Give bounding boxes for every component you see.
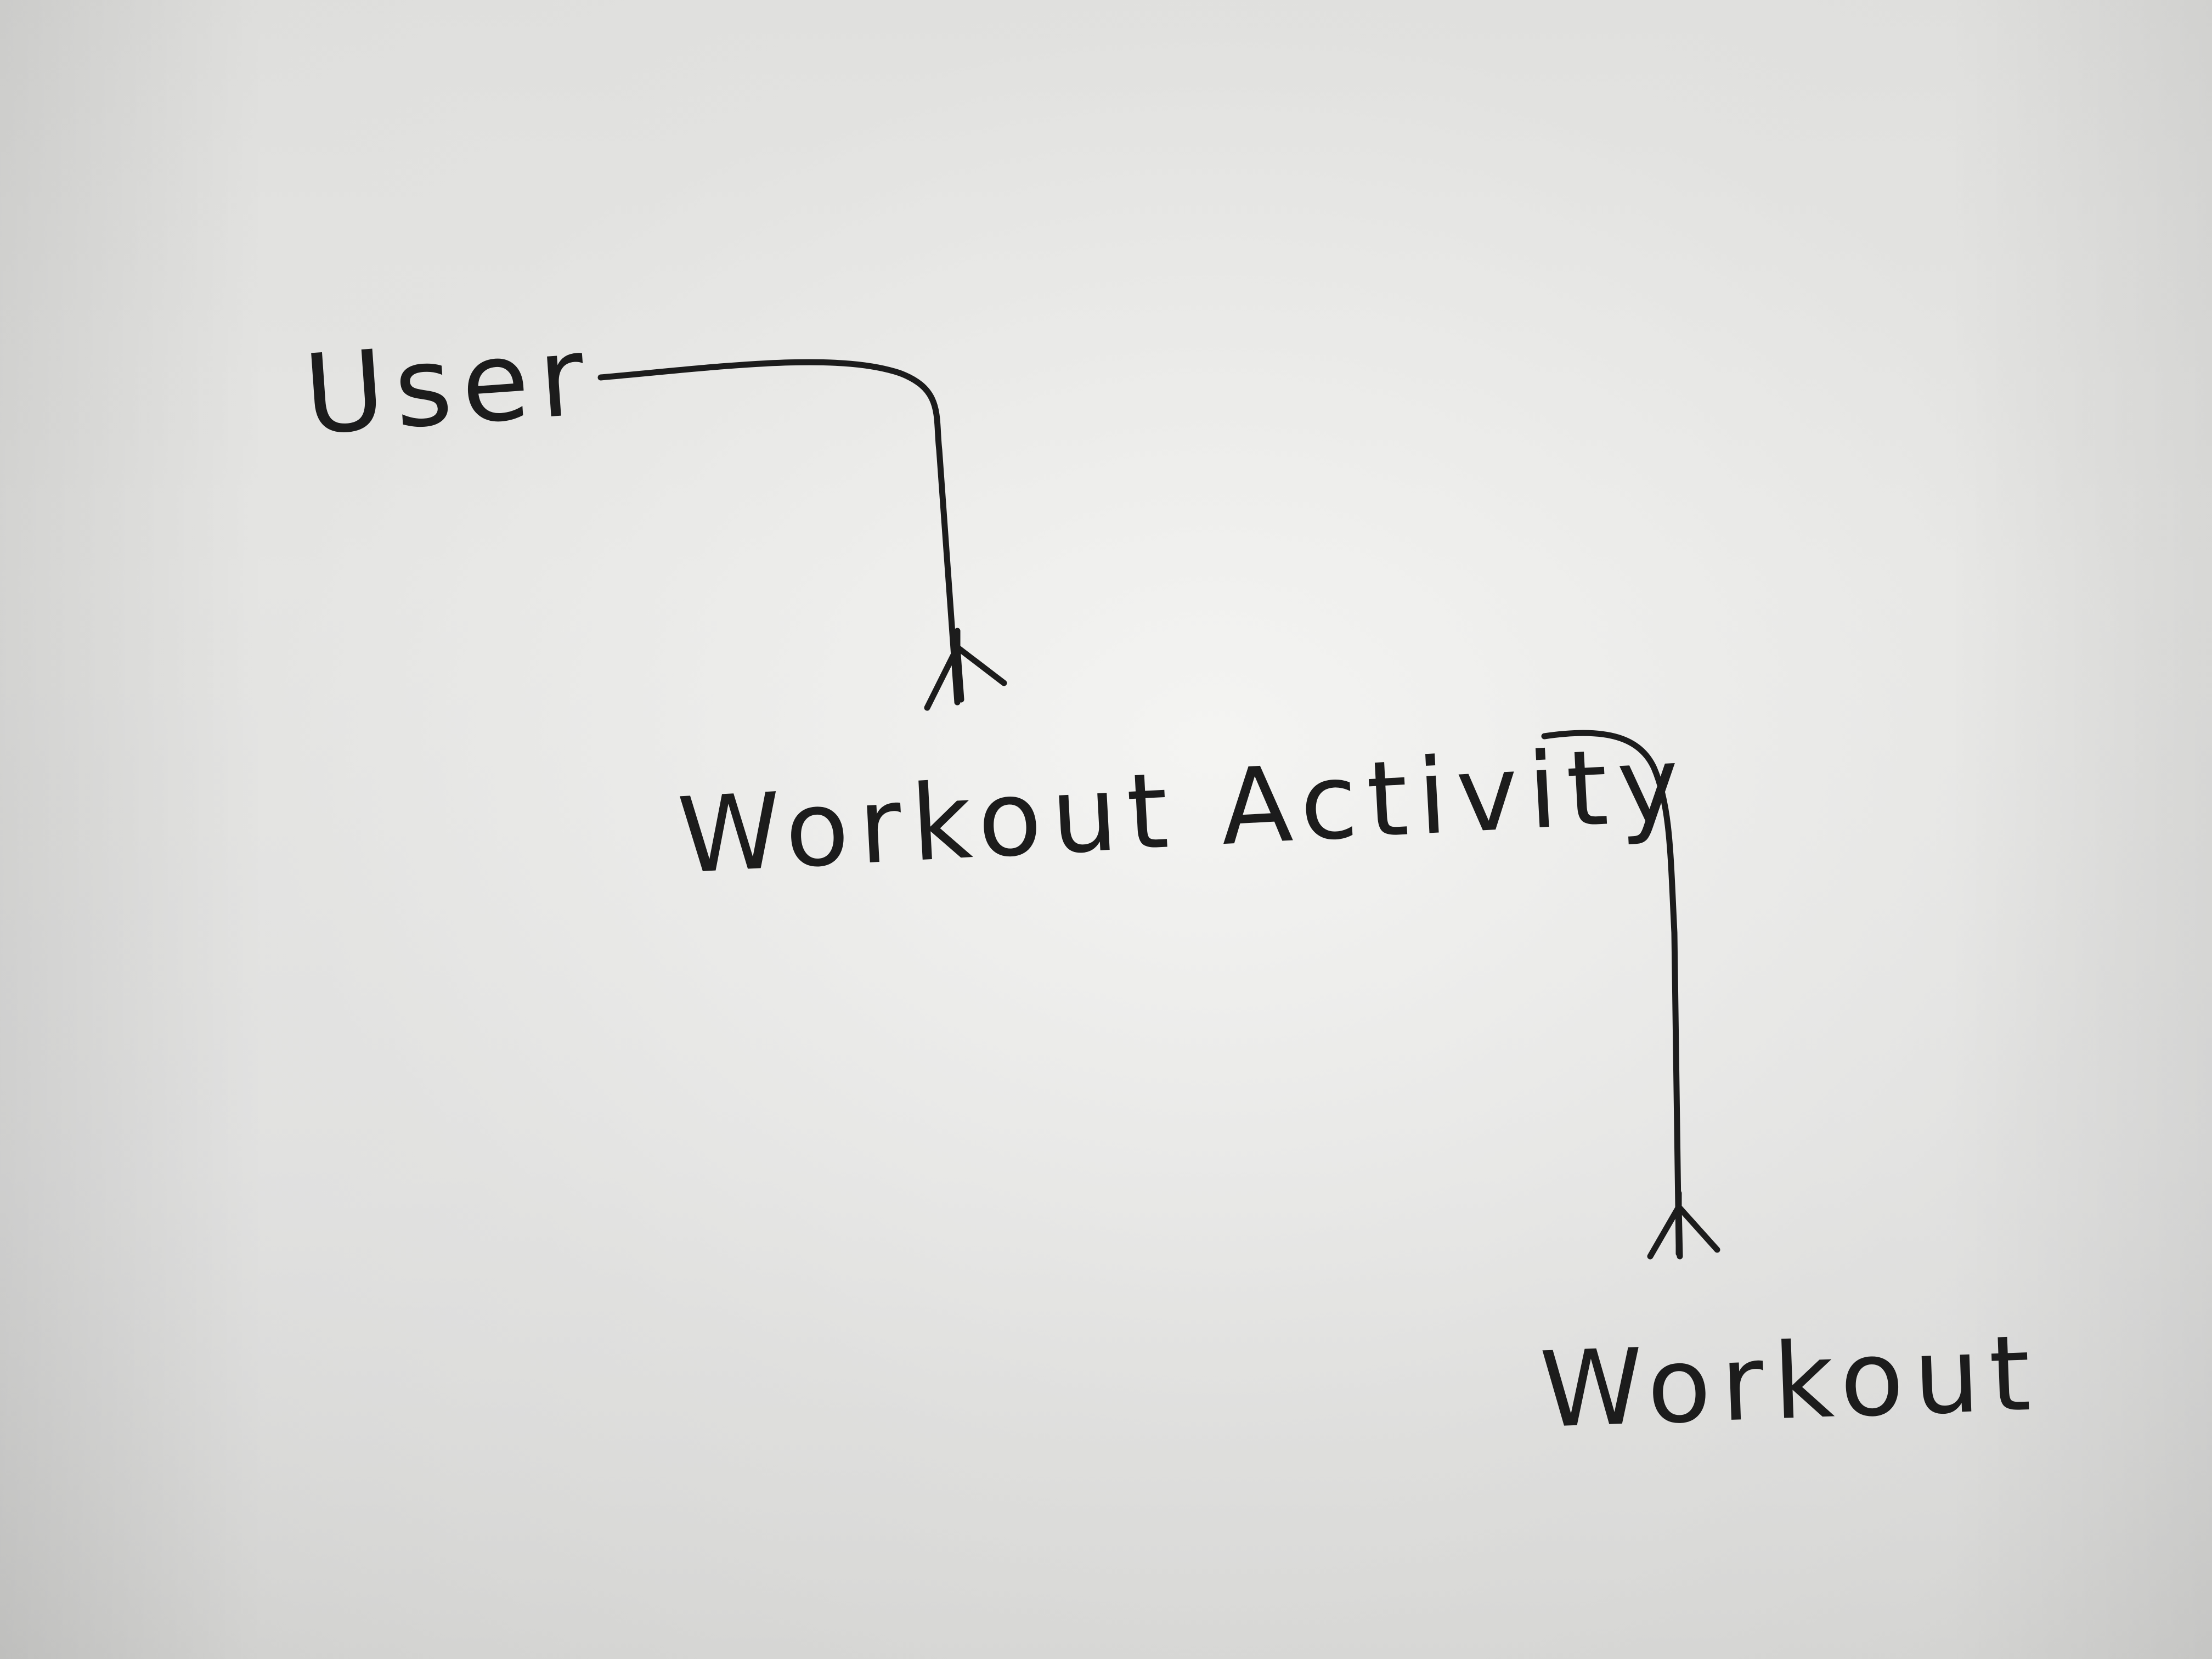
- connector-line: [1541, 730, 1682, 1249]
- relationship-user-workout-activity: [597, 359, 1007, 711]
- entity-label-user: User: [300, 312, 598, 460]
- crow-foot-icon: [924, 628, 1007, 711]
- entity-label-workout: Workout: [1538, 1312, 2042, 1451]
- connector-line: [597, 359, 961, 706]
- entity-label-workout-activity: Workout Activity: [675, 723, 1692, 897]
- relationship-workout-workout-activity: [1541, 730, 1720, 1260]
- crow-foot-icon: [1647, 1190, 1720, 1260]
